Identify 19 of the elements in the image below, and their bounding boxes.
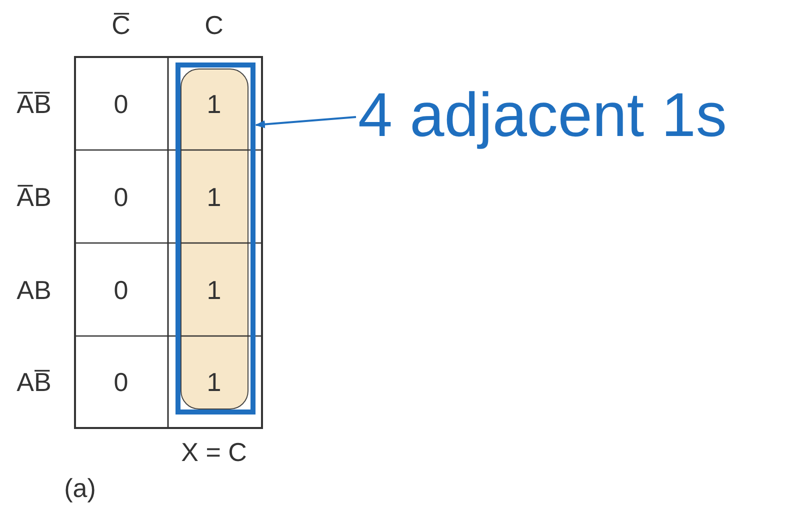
cell-value: 1 [206,367,222,397]
row-header: A̅B̅ [16,89,52,119]
row-header: AB [16,275,52,305]
cell-value: 0 [114,182,128,212]
cell-value: 1 [206,275,222,305]
column-header: C̅ [112,10,130,40]
cell-value: 0 [114,367,128,397]
callout-text: 4 adjacent 1s [358,80,727,152]
cell-value: 0 [114,275,128,305]
cell-value: 1 [206,182,222,212]
grouping-loop [176,62,256,414]
column-header: C [204,10,224,40]
cell-value: 1 [206,89,222,119]
row-header: AB̅ [16,367,52,397]
leader-line [255,116,356,128]
row-header: A̅B [16,182,52,212]
figure-label: (a) [64,473,96,503]
equation-text: X = C [181,437,247,467]
cell-value: 0 [114,89,128,119]
